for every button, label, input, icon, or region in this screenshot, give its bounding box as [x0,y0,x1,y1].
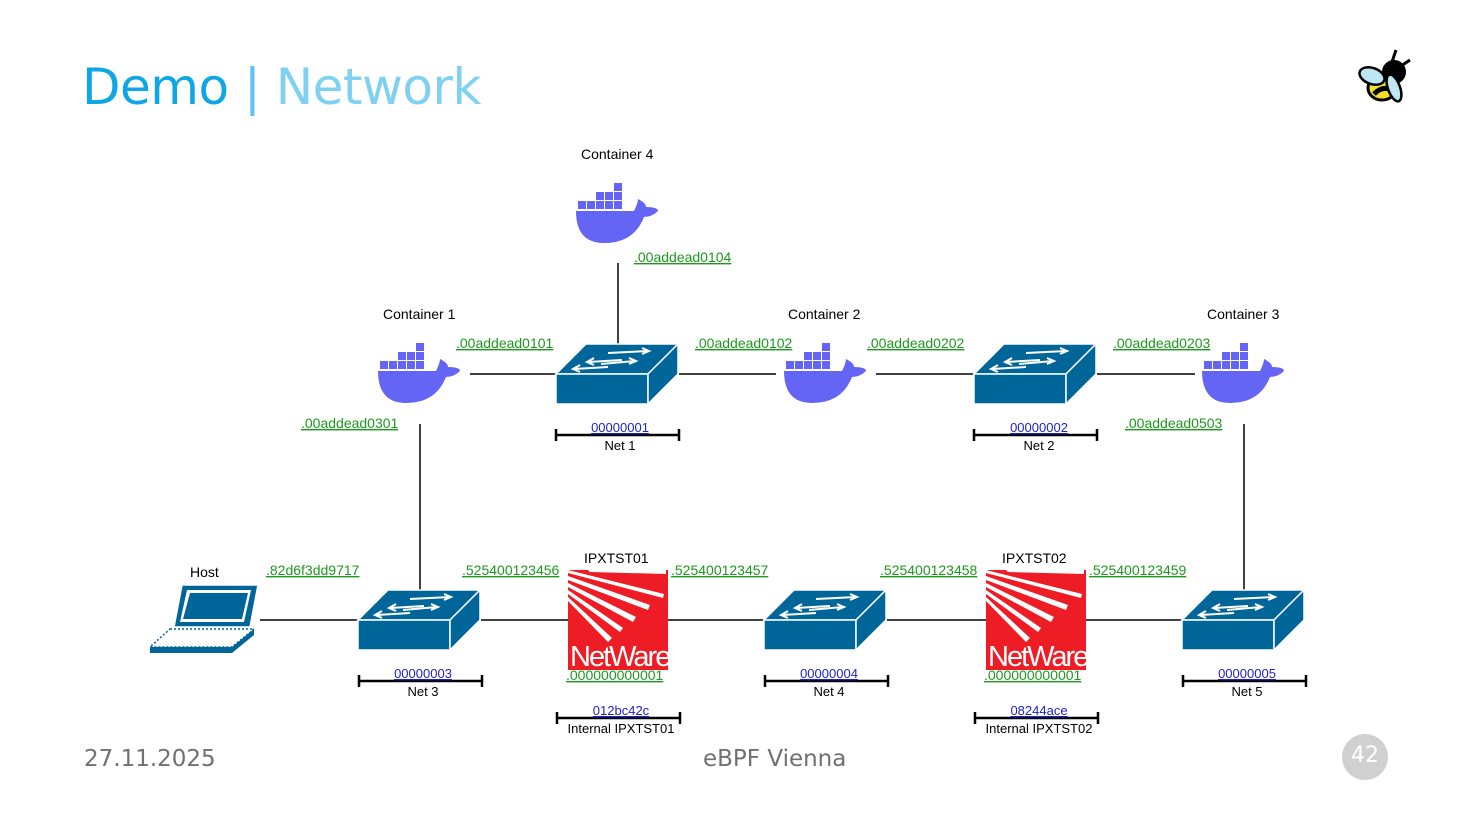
router-2-node: .000000000001 [984,667,1082,683]
internal-net-2-number: 08244ace [1010,703,1067,718]
iface-c2-net1: .00addead0102 [695,335,793,351]
net-bracket [763,675,890,687]
net-1-number: 00000001 [591,420,649,435]
slide-title: Demo | Network [82,52,482,122]
switch-icon [763,589,887,651]
network-brackets [357,429,1308,724]
container-3-label: Container 3 [1207,306,1280,322]
net-bracket [357,675,484,687]
router-2-label: IPXTST02 [1002,550,1067,566]
switch-icon [357,589,481,651]
iface-c3-net5: .00addead0503 [1125,415,1223,431]
docker-icon [378,343,460,403]
bee-icon [1358,49,1411,103]
docker-icon [784,343,866,403]
footer-event: eBPF Vienna [703,746,847,772]
net-3-number: 00000003 [394,666,452,681]
netware-logo-text: NetWare [570,641,670,673]
internal-net-1-name: Internal IPXTST01 [568,721,675,736]
docker-icon [1202,343,1284,403]
net-bracket [554,429,681,441]
netware-logo-text: NetWare [988,641,1088,673]
net-1-name: Net 1 [604,438,635,453]
net-2-number: 00000002 [1010,420,1068,435]
title-separator: | [243,58,261,116]
iface-r2-net4: .525400123458 [880,562,978,578]
iface-r2-net5: .525400123459 [1089,562,1187,578]
title-main: Demo [82,58,229,116]
docker-icon [576,183,658,243]
switch-icon [973,343,1097,405]
links [260,263,1245,621]
net-bracket [1181,675,1308,687]
router-1-label: IPXTST01 [584,550,649,566]
footer-date: 27.11.2025 [84,746,216,772]
internal-net-2-name: Internal IPXTST02 [986,721,1093,736]
net-3-name: Net 3 [407,684,438,699]
iface-c1-net3: .00addead0301 [301,415,399,431]
iface-c2-net2: .00addead0202 [867,335,965,351]
net-5-name: Net 5 [1231,684,1262,699]
iface-r1-net3: .525400123456 [462,562,560,578]
switch-icon [555,343,679,405]
host-label: Host [190,564,219,580]
internal-net-1-number: 012bc42c [593,703,650,718]
laptop-icon [149,584,259,654]
switch-icon [1181,589,1305,651]
iface-host-net3: .82d6f3dd9717 [266,562,360,578]
container-2-label: Container 2 [788,306,861,322]
title-sub: Network [275,58,482,116]
net-bracket [555,712,682,724]
iface-c4-net1: .00addead0104 [634,249,732,265]
iface-c3-net2: .00addead0203 [1113,335,1211,351]
iface-c1-net1: .00addead0101 [456,335,554,351]
page-number-badge: 42 [1342,734,1388,780]
net-2-name: Net 2 [1023,438,1054,453]
iface-r1-net4: .525400123457 [671,562,769,578]
net-bracket [972,429,1099,441]
net-5-number: 00000005 [1218,666,1276,681]
container-4-label: Container 4 [581,146,654,162]
container-1-label: Container 1 [383,306,456,322]
router-1-node: .000000000001 [566,667,664,683]
net-4-name: Net 4 [813,684,844,699]
net-bracket [973,712,1100,724]
net-4-number: 00000004 [800,666,858,681]
